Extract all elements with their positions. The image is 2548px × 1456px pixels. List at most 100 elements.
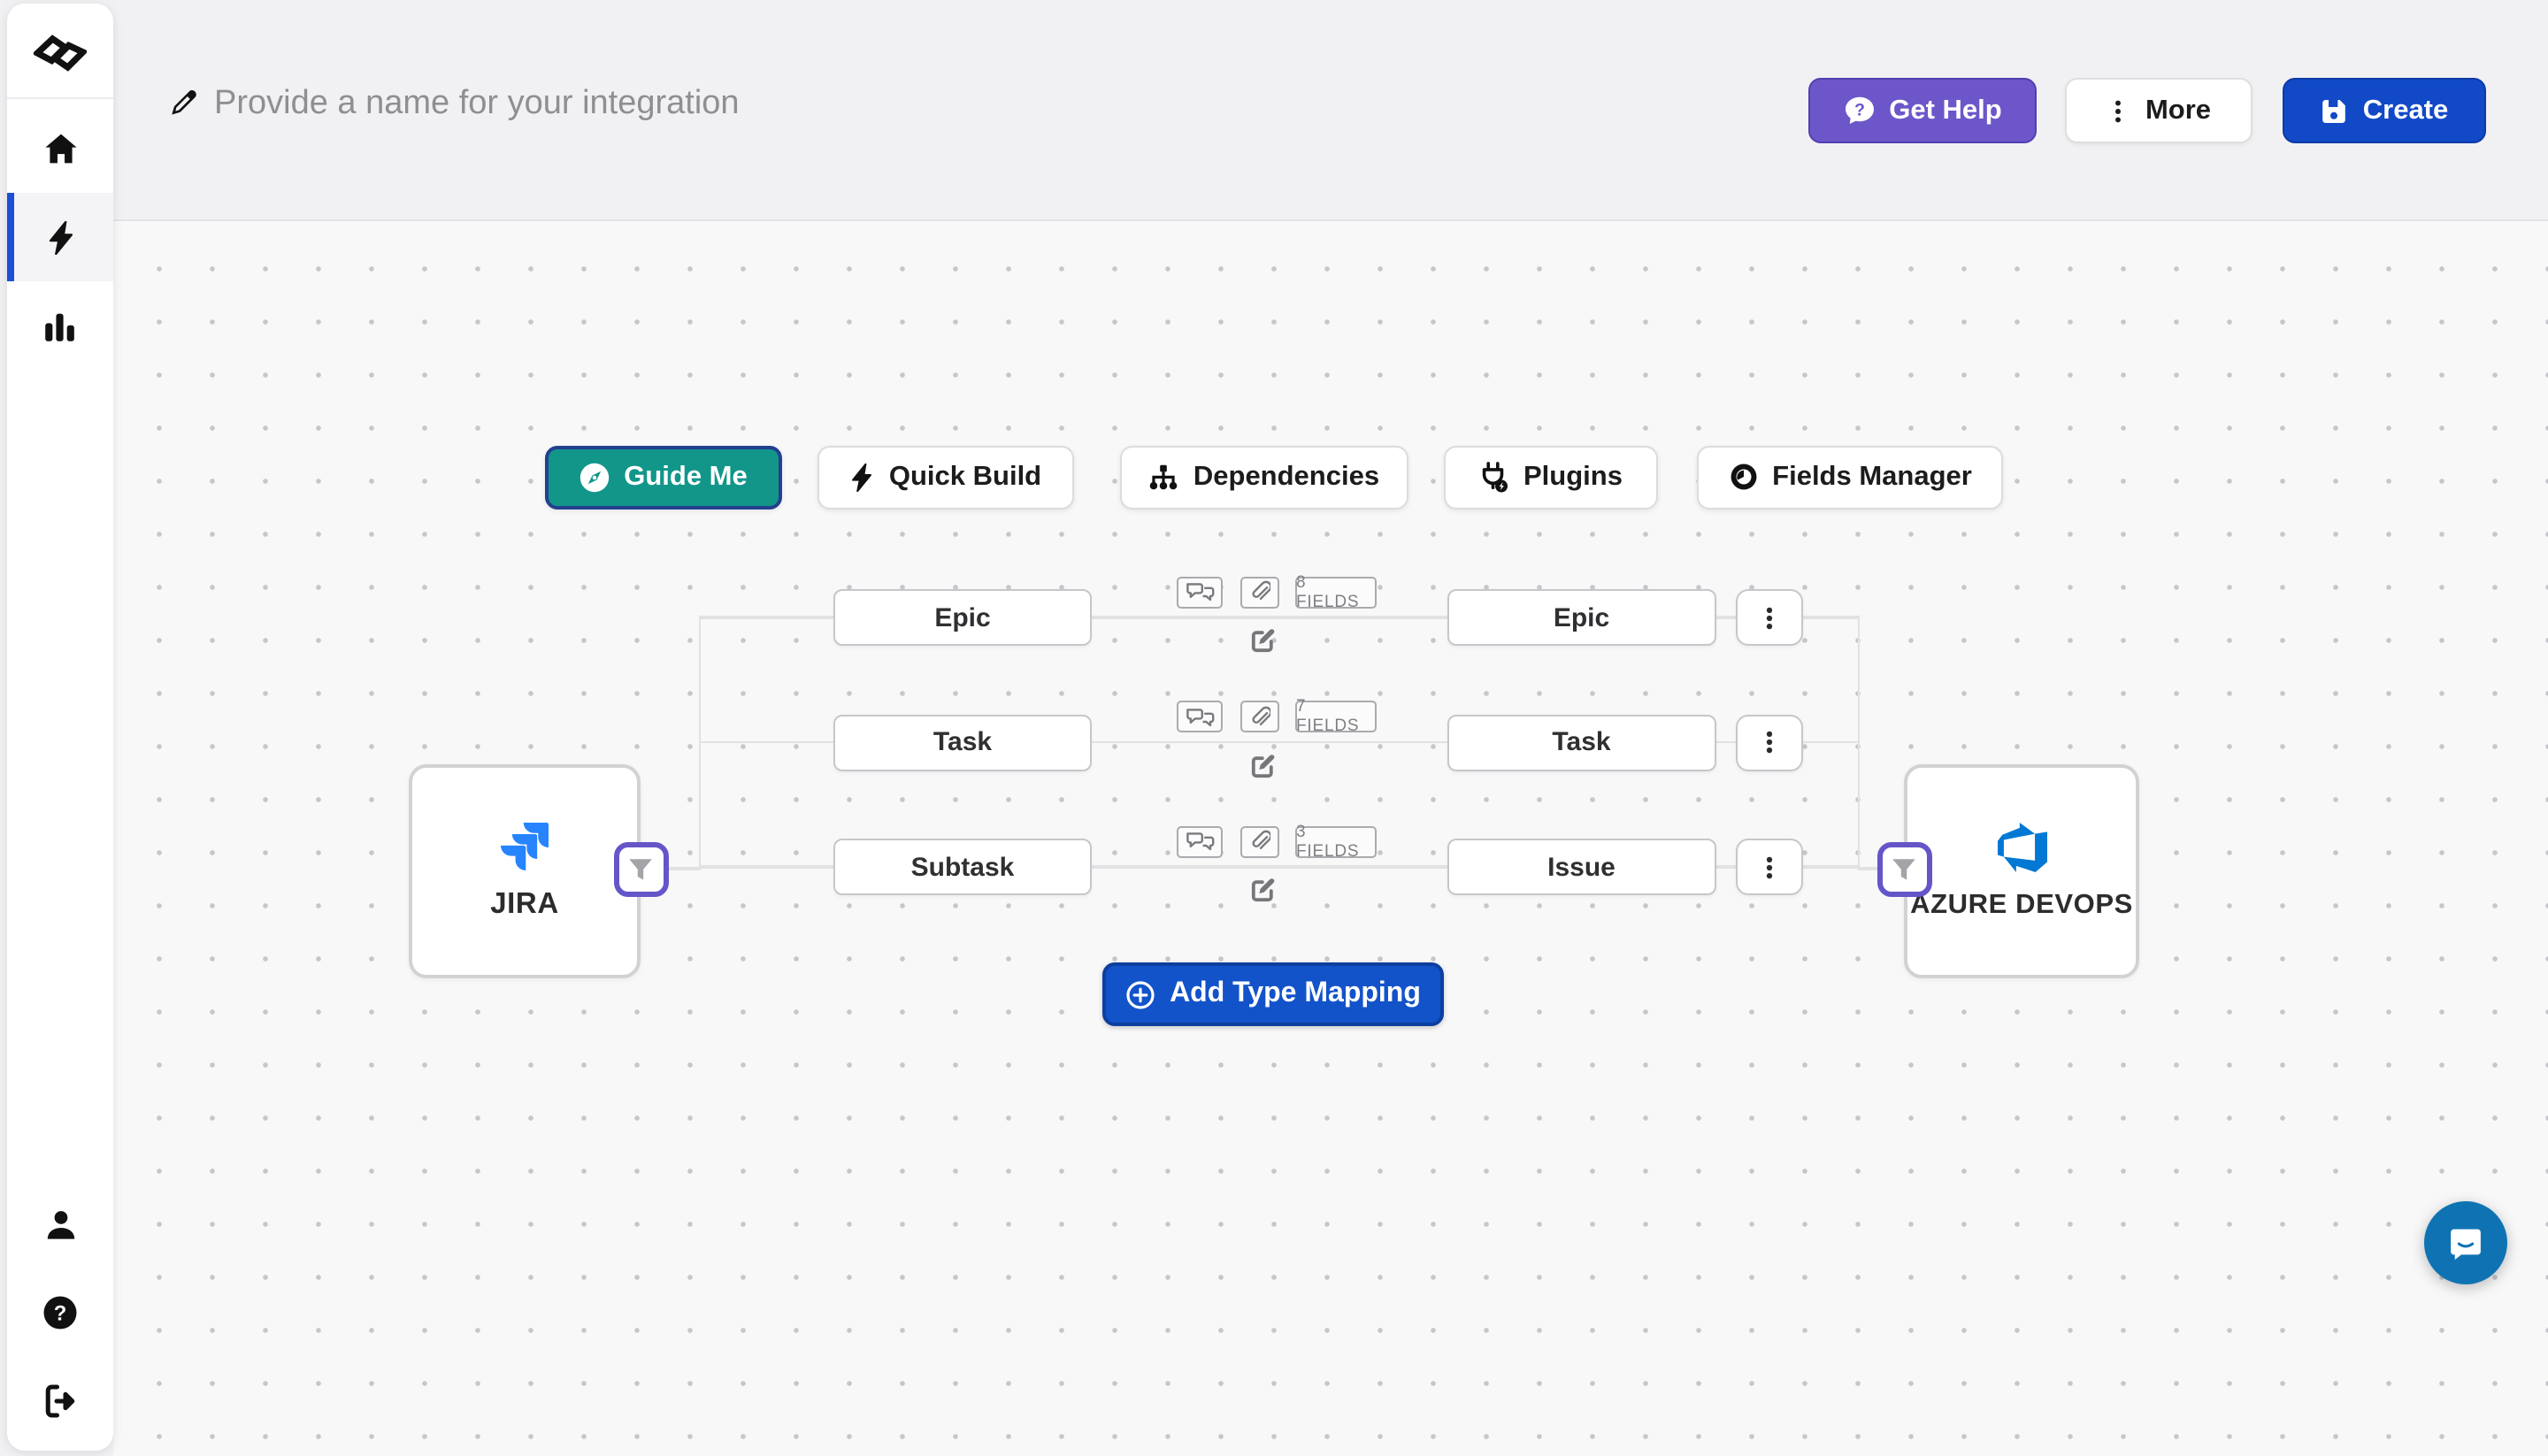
- plug-icon: [1482, 461, 1508, 493]
- chat-bubble-icon: [2451, 1229, 2481, 1261]
- fields-manager-label: Fields Manager: [1772, 461, 1972, 492]
- target-filter-button[interactable]: [1876, 842, 1931, 897]
- compass-icon: [579, 463, 609, 492]
- connector-line: [1801, 740, 1860, 744]
- comments-icon: [1186, 583, 1214, 602]
- connector-line: [1857, 617, 1860, 870]
- fields-manager-button[interactable]: Fields Manager: [1697, 445, 2003, 510]
- sidebar-item-help[interactable]: ?: [7, 1268, 113, 1357]
- fields-count-label: 8 FIELDS: [1296, 572, 1360, 611]
- source-connector-node[interactable]: JIRA: [409, 764, 641, 978]
- target-type-box[interactable]: Task: [1447, 714, 1716, 770]
- fields-count-label: 7 FIELDS: [1296, 697, 1360, 736]
- paperclip-icon: [1252, 705, 1271, 725]
- pencil-icon: [172, 90, 196, 115]
- quick-build-label: Quick Build: [888, 461, 1042, 492]
- guide-me-label: Guide Me: [624, 461, 748, 492]
- mapping-options-button[interactable]: [1736, 714, 1802, 770]
- fields-count-label: 3 FIELDS: [1296, 822, 1360, 861]
- more-button[interactable]: More: [2065, 78, 2253, 143]
- bar-chart-icon: [45, 312, 74, 341]
- kebab-menu-icon: [1766, 606, 1772, 629]
- source-type-box[interactable]: Epic: [833, 589, 1092, 646]
- attachments-sync-badge[interactable]: [1240, 576, 1278, 608]
- lightning-icon: [852, 463, 872, 492]
- fields-count-badge[interactable]: 3 FIELDS: [1294, 822, 1376, 861]
- comments-icon: [1186, 832, 1214, 851]
- plus-circle-icon: [1126, 980, 1155, 1008]
- mapping-options-button[interactable]: [1736, 589, 1802, 646]
- funnel-icon: [629, 859, 652, 880]
- source-type-box[interactable]: Task: [833, 714, 1092, 770]
- connector-line: [1090, 616, 1447, 619]
- sidebar: ?: [7, 4, 113, 1451]
- kebab-menu-icon: [1766, 731, 1772, 754]
- connector-line: [698, 616, 834, 619]
- sign-out-icon: [45, 1384, 75, 1418]
- sidebar-divider: [7, 97, 113, 99]
- integration-name-field[interactable]: Provide a name for your integration: [166, 85, 740, 124]
- plugins-button[interactable]: Plugins: [1444, 445, 1658, 510]
- target-connector-node[interactable]: AZURE DEVOPS: [1904, 764, 2139, 978]
- svg-text:?: ?: [54, 1302, 67, 1326]
- source-type-label: Epic: [934, 602, 991, 632]
- connector-line: [1090, 865, 1447, 869]
- dependencies-label: Dependencies: [1193, 461, 1380, 492]
- target-type-label: Epic: [1553, 602, 1610, 632]
- sidebar-item-integrations[interactable]: [7, 193, 113, 281]
- edit-mapping-icon[interactable]: [1249, 751, 1278, 779]
- target-type-box[interactable]: Issue: [1447, 839, 1716, 895]
- edit-mapping-icon[interactable]: [1249, 876, 1278, 904]
- create-button[interactable]: Create: [2283, 78, 2486, 143]
- svg-text:?: ?: [1853, 100, 1864, 119]
- mapping-options-button[interactable]: [1736, 839, 1802, 895]
- quick-build-button[interactable]: Quick Build: [817, 445, 1074, 510]
- chat-launcher-button[interactable]: [2424, 1201, 2507, 1284]
- comments-icon: [1186, 708, 1214, 726]
- connector-line: [1857, 867, 1880, 870]
- user-icon: [46, 1210, 74, 1238]
- dependencies-button[interactable]: Dependencies: [1120, 445, 1408, 510]
- sidebar-item-home[interactable]: [7, 104, 113, 193]
- guide-me-button[interactable]: Guide Me: [544, 445, 781, 510]
- source-type-label: Subtask: [910, 852, 1015, 882]
- target-node-label: AZURE DEVOPS: [1910, 889, 2133, 919]
- edit-mapping-icon[interactable]: [1249, 626, 1278, 655]
- fields-count-badge[interactable]: 7 FIELDS: [1294, 697, 1376, 736]
- attachments-sync-badge[interactable]: [1240, 701, 1278, 732]
- sitemap-icon: [1150, 464, 1178, 489]
- source-type-box[interactable]: Subtask: [833, 839, 1092, 895]
- save-icon: [2322, 99, 2346, 122]
- comments-sync-badge[interactable]: [1177, 825, 1223, 857]
- chat-question-icon: ?: [1845, 96, 1874, 123]
- connector-line: [1801, 865, 1860, 869]
- target-type-label: Issue: [1547, 852, 1616, 882]
- create-label: Create: [2362, 95, 2449, 125]
- sidebar-item-logout[interactable]: [7, 1357, 113, 1445]
- kebab-menu-icon: [1766, 855, 1772, 878]
- comments-sync-badge[interactable]: [1177, 701, 1223, 732]
- jira-logo-icon: [501, 822, 549, 870]
- more-label: More: [2145, 95, 2212, 125]
- plugins-label: Plugins: [1523, 461, 1623, 492]
- question-circle-icon: ?: [43, 1296, 77, 1330]
- attachments-sync-badge[interactable]: [1240, 825, 1278, 857]
- integration-name-placeholder: Provide a name for your integration: [214, 85, 740, 122]
- comments-sync-badge[interactable]: [1177, 576, 1223, 608]
- target-type-box[interactable]: Epic: [1447, 589, 1716, 646]
- fields-count-badge[interactable]: 8 FIELDS: [1294, 572, 1376, 611]
- app-logo-icon[interactable]: [7, 21, 113, 85]
- sidebar-item-reports[interactable]: [7, 281, 113, 370]
- connector-line: [698, 865, 834, 869]
- home-icon: [44, 134, 76, 164]
- connector-line: [1090, 740, 1447, 744]
- get-help-button[interactable]: ? Get Help: [1808, 78, 2037, 143]
- add-type-mapping-button[interactable]: Add Type Mapping: [1102, 962, 1444, 1026]
- paperclip-icon: [1252, 830, 1271, 850]
- sidebar-item-profile[interactable]: [7, 1180, 113, 1268]
- connector-line: [698, 740, 834, 744]
- funnel-icon: [1892, 859, 1915, 880]
- source-filter-button[interactable]: [613, 842, 668, 897]
- eye-icon: [1730, 464, 1756, 490]
- get-help-label: Get Help: [1889, 95, 2002, 125]
